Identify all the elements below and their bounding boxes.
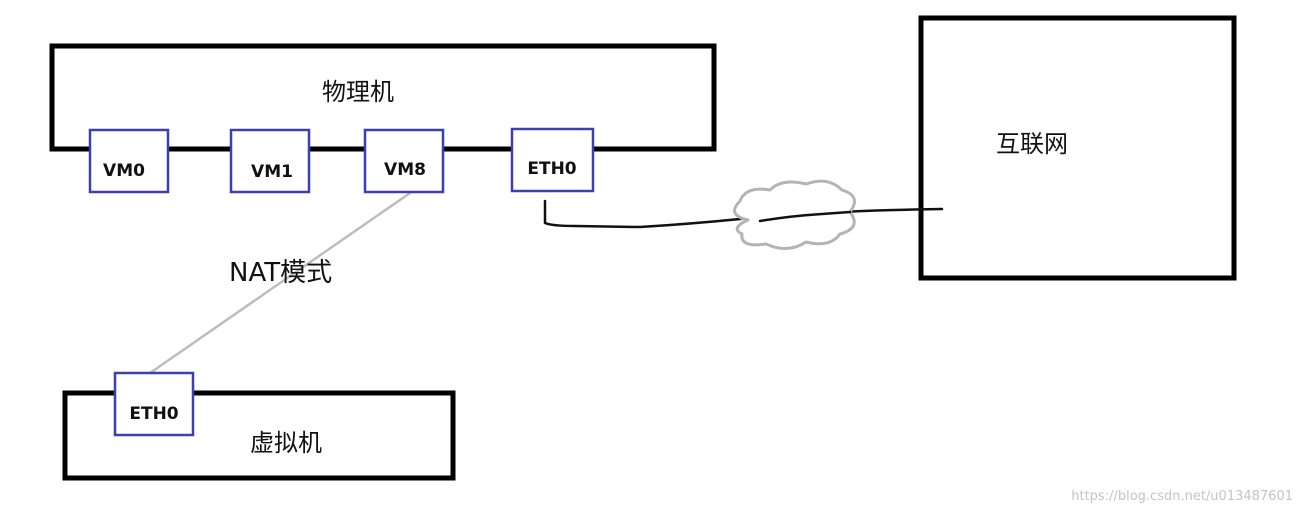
port-vm1-label: VM1 [251, 162, 293, 182]
port-host-eth0-label: ETH0 [527, 159, 576, 179]
cloud-icon [733, 179, 856, 250]
nat-mode-label: NAT模式 [229, 258, 332, 288]
internet-box [918, 15, 1237, 281]
port-vm-eth0: ETH0 [113, 371, 195, 437]
watermark-text: https://blog.csdn.net/u013487601 [1071, 489, 1293, 504]
port-vm8: VM8 [363, 128, 445, 194]
internet-label: 互联网 [996, 130, 1068, 158]
wire-through-cloud [758, 210, 852, 223]
nat-connection-line [149, 191, 411, 375]
port-host-eth0: ETH0 [510, 127, 595, 193]
port-vm0: VM0 [88, 128, 170, 194]
port-vm-eth0-label: ETH0 [129, 404, 178, 424]
port-vm0-label: VM0 [103, 161, 145, 181]
physical-machine-label: 物理机 [322, 78, 394, 106]
port-vm1: VM1 [229, 128, 311, 194]
port-vm8-label: VM8 [384, 160, 426, 180]
virtual-machine-label: 虚拟机 [250, 429, 322, 457]
